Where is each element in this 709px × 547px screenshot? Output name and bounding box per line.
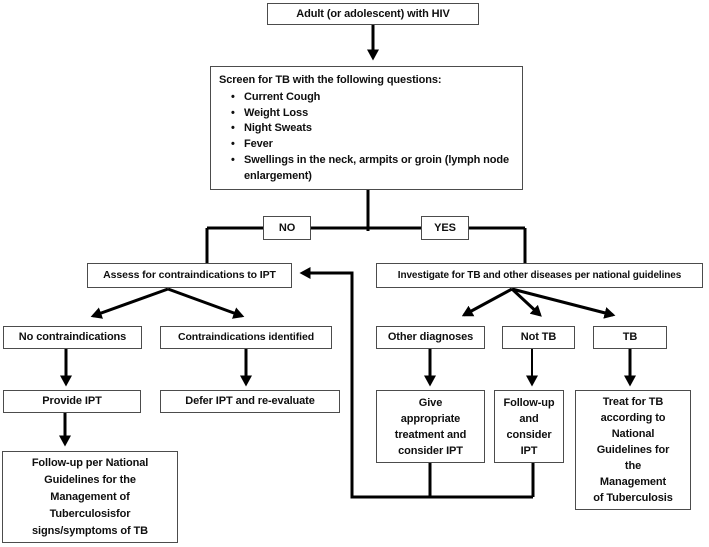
node-investigate-tb: Investigate for TB and other diseases pe… [376, 263, 703, 288]
arrow-assess-to-contraindications [167, 287, 245, 319]
node-treat-for-tb: Treat for TB according to National Guide… [575, 390, 691, 510]
node-provide-ipt: Provide IPT [3, 390, 141, 413]
arrow-assess-to-nocontraindications [90, 287, 169, 319]
node-followup-national-guidelines: Follow-up per National Guidelines for th… [2, 451, 178, 543]
screen-bullet-item: • Fever [219, 137, 514, 153]
node-not-tb: Not TB [502, 326, 575, 349]
bullet-dot-icon: • [231, 153, 235, 166]
arrow-investigate-to-nottb [510, 287, 542, 317]
node-no-contraindications: No contraindications [3, 326, 142, 349]
node-give-treatment-consider-ipt: Give appropriate treatment and consider … [376, 390, 485, 463]
node-other-diagnoses: Other diagnoses [376, 326, 485, 349]
arrow-investigate-to-otherdiagnoses [461, 287, 513, 317]
arrow-feedback-loop-to-assess [299, 267, 533, 499]
bullet-text: Night Sweats [244, 122, 312, 135]
screen-bullet-item: • Weight Loss [219, 106, 514, 122]
bullet-dot-icon: • [231, 106, 235, 119]
node-yes-branch: YES [421, 216, 469, 240]
bullet-text: Current Cough [244, 90, 321, 103]
node-contraindications-identified: Contraindications identified [160, 326, 332, 349]
node-screen-for-tb: Screen for TB with the following questio… [210, 66, 523, 190]
screen-bullet-item: • Night Sweats [219, 121, 514, 137]
bullet-dot-icon: • [231, 90, 235, 103]
screen-bullet-item: • Current Cough [219, 90, 514, 106]
bullet-text: Swellings in the neck, armpits or groin … [244, 153, 510, 182]
bullet-text: Weight Loss [244, 106, 309, 119]
node-assess-contraindications: Assess for contraindications to IPT [87, 263, 292, 288]
bullet-text: Fever [244, 138, 273, 151]
arrow-investigate-to-tb [511, 287, 616, 319]
screen-title: Screen for TB with the following questio… [219, 74, 442, 86]
node-defer-ipt: Defer IPT and re-evaluate [160, 390, 340, 413]
bullet-dot-icon: • [231, 138, 235, 151]
screen-bullet-item: • Swellings in the neck, armpits or groi… [219, 153, 514, 185]
node-adult-with-hiv: Adult (or adolescent) with HIV [267, 3, 479, 25]
bullet-dot-icon: • [231, 122, 235, 135]
node-no-branch: NO [263, 216, 311, 240]
node-tb: TB [593, 326, 667, 349]
node-followup-consider-ipt: Follow-up and consider IPT [494, 390, 564, 463]
